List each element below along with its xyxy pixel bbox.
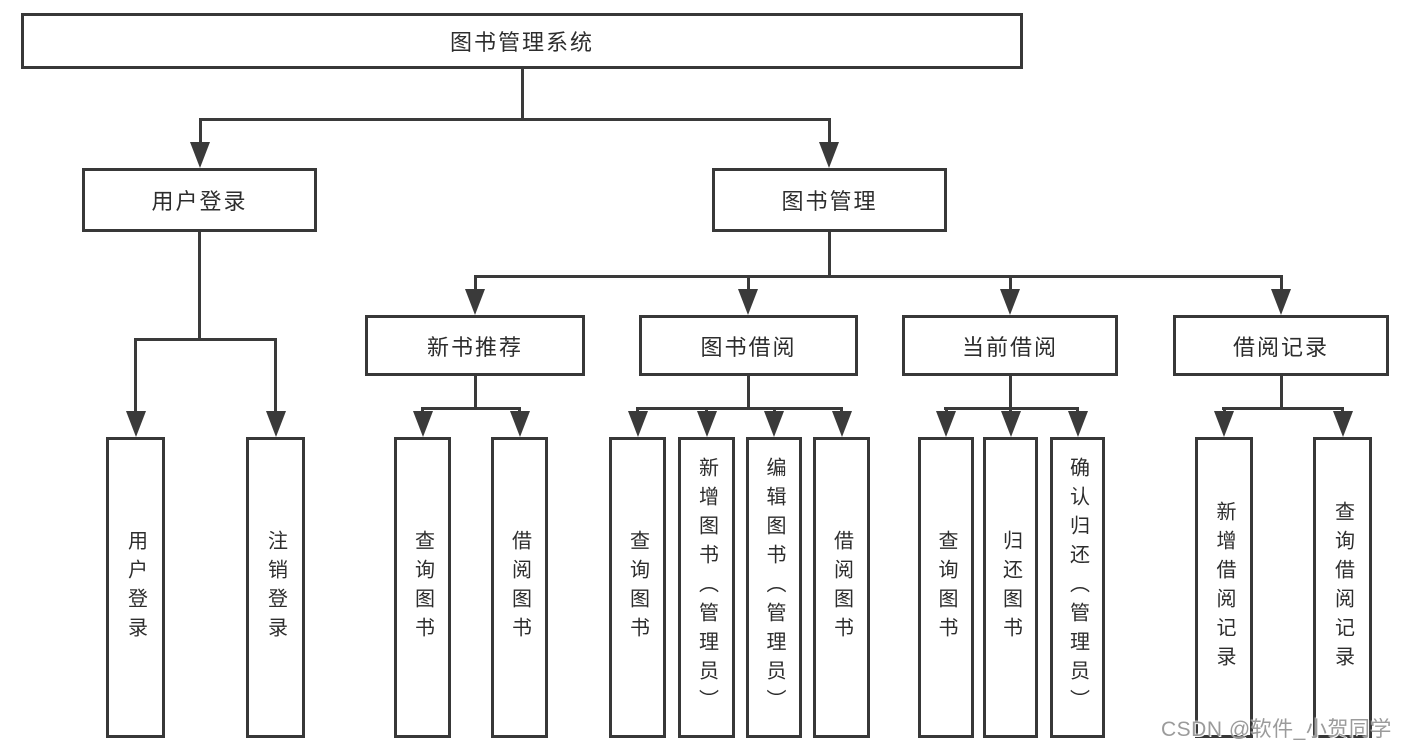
node-book-management-label: 图书管理 bbox=[781, 189, 878, 214]
leaf-edit-books-admin: 编辑图书（管理员） bbox=[746, 437, 802, 738]
arrowhead-leaf-11-icon bbox=[1067, 411, 1088, 437]
arrowhead-leaf-10-icon bbox=[1000, 411, 1021, 437]
leaf-borrow-books-recommend: 借阅图书 bbox=[491, 437, 548, 738]
leaf-confirm-return-admin: 确认归还（管理员） bbox=[1050, 437, 1105, 738]
connector-new-books-stem bbox=[473, 376, 477, 410]
node-borrowing-records: 借阅记录 bbox=[1173, 315, 1389, 376]
node-new-book-recommend: 新书推荐 bbox=[365, 315, 585, 376]
arrowhead-leaf-8-icon bbox=[831, 411, 852, 437]
arrowhead-leaf-7-icon bbox=[764, 411, 784, 437]
node-borrowing-records-label: 借阅记录 bbox=[1232, 334, 1329, 360]
leaf-query-books-recommend-label: 查询图书 bbox=[411, 529, 434, 646]
connector-root-rake bbox=[198, 118, 831, 121]
leaf-query-books-recommend: 查询图书 bbox=[394, 437, 451, 738]
leaf-logout-label: 注销登录 bbox=[264, 529, 287, 646]
leaf-add-books-admin-label: 新增图书（管理员） bbox=[695, 457, 718, 718]
leaf-query-borrow-record-label: 查询借阅记录 bbox=[1331, 500, 1354, 675]
arrowhead-leaf-4-icon bbox=[509, 411, 530, 437]
node-book-management: 图书管理 bbox=[712, 168, 947, 232]
leaf-query-borrow-record: 查询借阅记录 bbox=[1313, 437, 1372, 738]
connector-borrow-records-rake bbox=[1222, 407, 1344, 410]
arrowhead-leaf-3-icon bbox=[412, 411, 433, 437]
arrowhead-borrow-records-icon bbox=[1271, 289, 1291, 315]
arrowhead-new-books-icon bbox=[465, 289, 485, 315]
watermark: CSDN @软件_小贺同学 bbox=[1161, 718, 1392, 741]
connector-root-stem bbox=[520, 69, 524, 121]
leaf-confirm-return-admin-label: 确认归还（管理员） bbox=[1066, 457, 1089, 718]
node-current-borrowing-label: 当前借阅 bbox=[961, 334, 1058, 360]
arrowhead-leaf-6-icon bbox=[696, 411, 717, 437]
connector-book-management-stem bbox=[827, 232, 831, 278]
leaf-query-books-current: 查询图书 bbox=[918, 437, 974, 738]
leaf-query-books-borrowing-label: 查询图书 bbox=[626, 529, 649, 646]
leaf-return-books: 归还图书 bbox=[983, 437, 1038, 738]
leaf-edit-books-admin-label: 编辑图书（管理员） bbox=[763, 457, 785, 718]
arrowhead-book-management-icon bbox=[819, 142, 839, 168]
leaf-query-books-borrowing: 查询图书 bbox=[609, 437, 666, 738]
node-root-label: 图书管理系统 bbox=[449, 30, 594, 55]
leaf-borrow-books-recommend-label: 借阅图书 bbox=[508, 529, 531, 646]
connector-drop-book-borrow bbox=[746, 275, 750, 295]
leaf-logout: 注销登录 bbox=[246, 437, 305, 738]
connector-drop-current-borrow bbox=[1008, 275, 1012, 295]
connector-user-login-stem bbox=[198, 232, 201, 341]
arrowhead-leaf-9-icon bbox=[936, 411, 956, 437]
arrowhead-leaf-12-icon bbox=[1214, 411, 1234, 437]
node-book-borrowing-label: 图书借阅 bbox=[700, 334, 797, 360]
arrowhead-book-borrow-icon bbox=[738, 289, 758, 315]
leaf-add-books-admin: 新增图书（管理员） bbox=[678, 437, 735, 738]
connector-drop-new-books bbox=[473, 275, 477, 295]
leaf-add-borrow-record: 新增借阅记录 bbox=[1195, 437, 1253, 738]
connector-new-books-rake bbox=[421, 407, 521, 410]
connector-drop-borrow-records bbox=[1279, 275, 1283, 295]
leaf-return-books-label: 归还图书 bbox=[999, 529, 1022, 646]
connector-drop-book-management bbox=[827, 118, 831, 150]
leaf-query-books-current-label: 查询图书 bbox=[935, 529, 957, 646]
leaf-user-login: 用户登录 bbox=[106, 437, 165, 738]
arrowhead-leaf-2-icon bbox=[265, 411, 286, 437]
arrowhead-user-login-icon bbox=[190, 142, 210, 168]
connector-book-borrow-stem bbox=[746, 376, 750, 410]
node-user-login-label: 用户登录 bbox=[151, 189, 248, 214]
node-book-borrowing: 图书借阅 bbox=[639, 315, 858, 376]
connector-borrow-records-stem bbox=[1279, 376, 1283, 410]
connector-book-management-rake bbox=[473, 275, 1283, 278]
arrowhead-current-borrow-icon bbox=[1000, 289, 1020, 315]
arrowhead-leaf-5-icon bbox=[627, 411, 648, 437]
arrowhead-leaf-13-icon bbox=[1332, 411, 1353, 437]
node-new-book-recommend-label: 新书推荐 bbox=[426, 334, 523, 360]
leaf-borrow-books: 借阅图书 bbox=[813, 437, 870, 738]
leaf-add-borrow-record-label: 新增借阅记录 bbox=[1213, 500, 1235, 675]
connector-user-login-rake bbox=[134, 338, 277, 341]
node-current-borrowing: 当前借阅 bbox=[902, 315, 1118, 376]
node-user-login: 用户登录 bbox=[82, 168, 317, 232]
connector-drop-user-login bbox=[198, 118, 202, 150]
leaf-user-login-label: 用户登录 bbox=[124, 529, 147, 646]
connector-drop-leaf-2 bbox=[274, 338, 277, 418]
arrowhead-leaf-1-icon bbox=[125, 411, 146, 437]
connector-book-borrow-rake bbox=[636, 407, 843, 410]
connector-drop-leaf-1 bbox=[134, 338, 137, 418]
connector-current-borrow-stem bbox=[1008, 376, 1012, 410]
leaf-borrow-books-label: 借阅图书 bbox=[830, 529, 853, 646]
node-root: 图书管理系统 bbox=[21, 13, 1023, 69]
